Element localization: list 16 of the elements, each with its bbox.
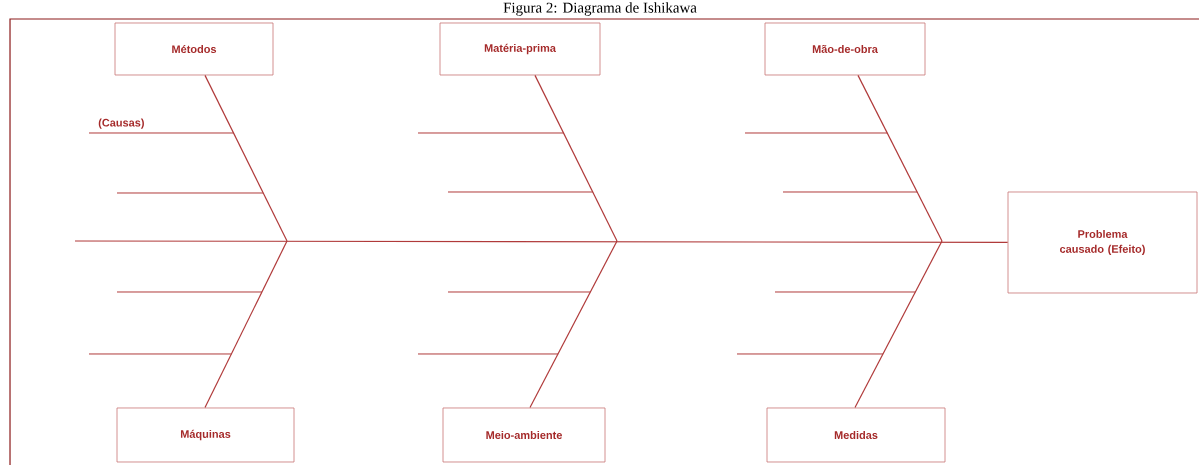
effect-box: Problema causado (Efeito): [1007, 191, 1198, 294]
category-box: Mão-de-obra: [764, 22, 926, 76]
bone-line: [204, 74, 288, 242]
figure-title: Figura 2: Diagrama de Ishikawa: [503, 2, 697, 16]
category-box: Máquinas: [116, 407, 295, 463]
bone-line: [529, 240, 618, 409]
category-box: Matéria-prima: [439, 22, 601, 76]
bone-line: [204, 240, 288, 409]
category-box: Métodos: [114, 22, 274, 76]
bone-line: [534, 74, 618, 242]
category-box: Meio-ambiente: [442, 407, 606, 463]
bone-line: [854, 240, 943, 409]
category-box: Medidas: [766, 407, 946, 463]
spine-line: [74, 240, 1009, 243]
cause-label: (Causas): [98, 118, 144, 129]
bone-line: [857, 74, 943, 242]
